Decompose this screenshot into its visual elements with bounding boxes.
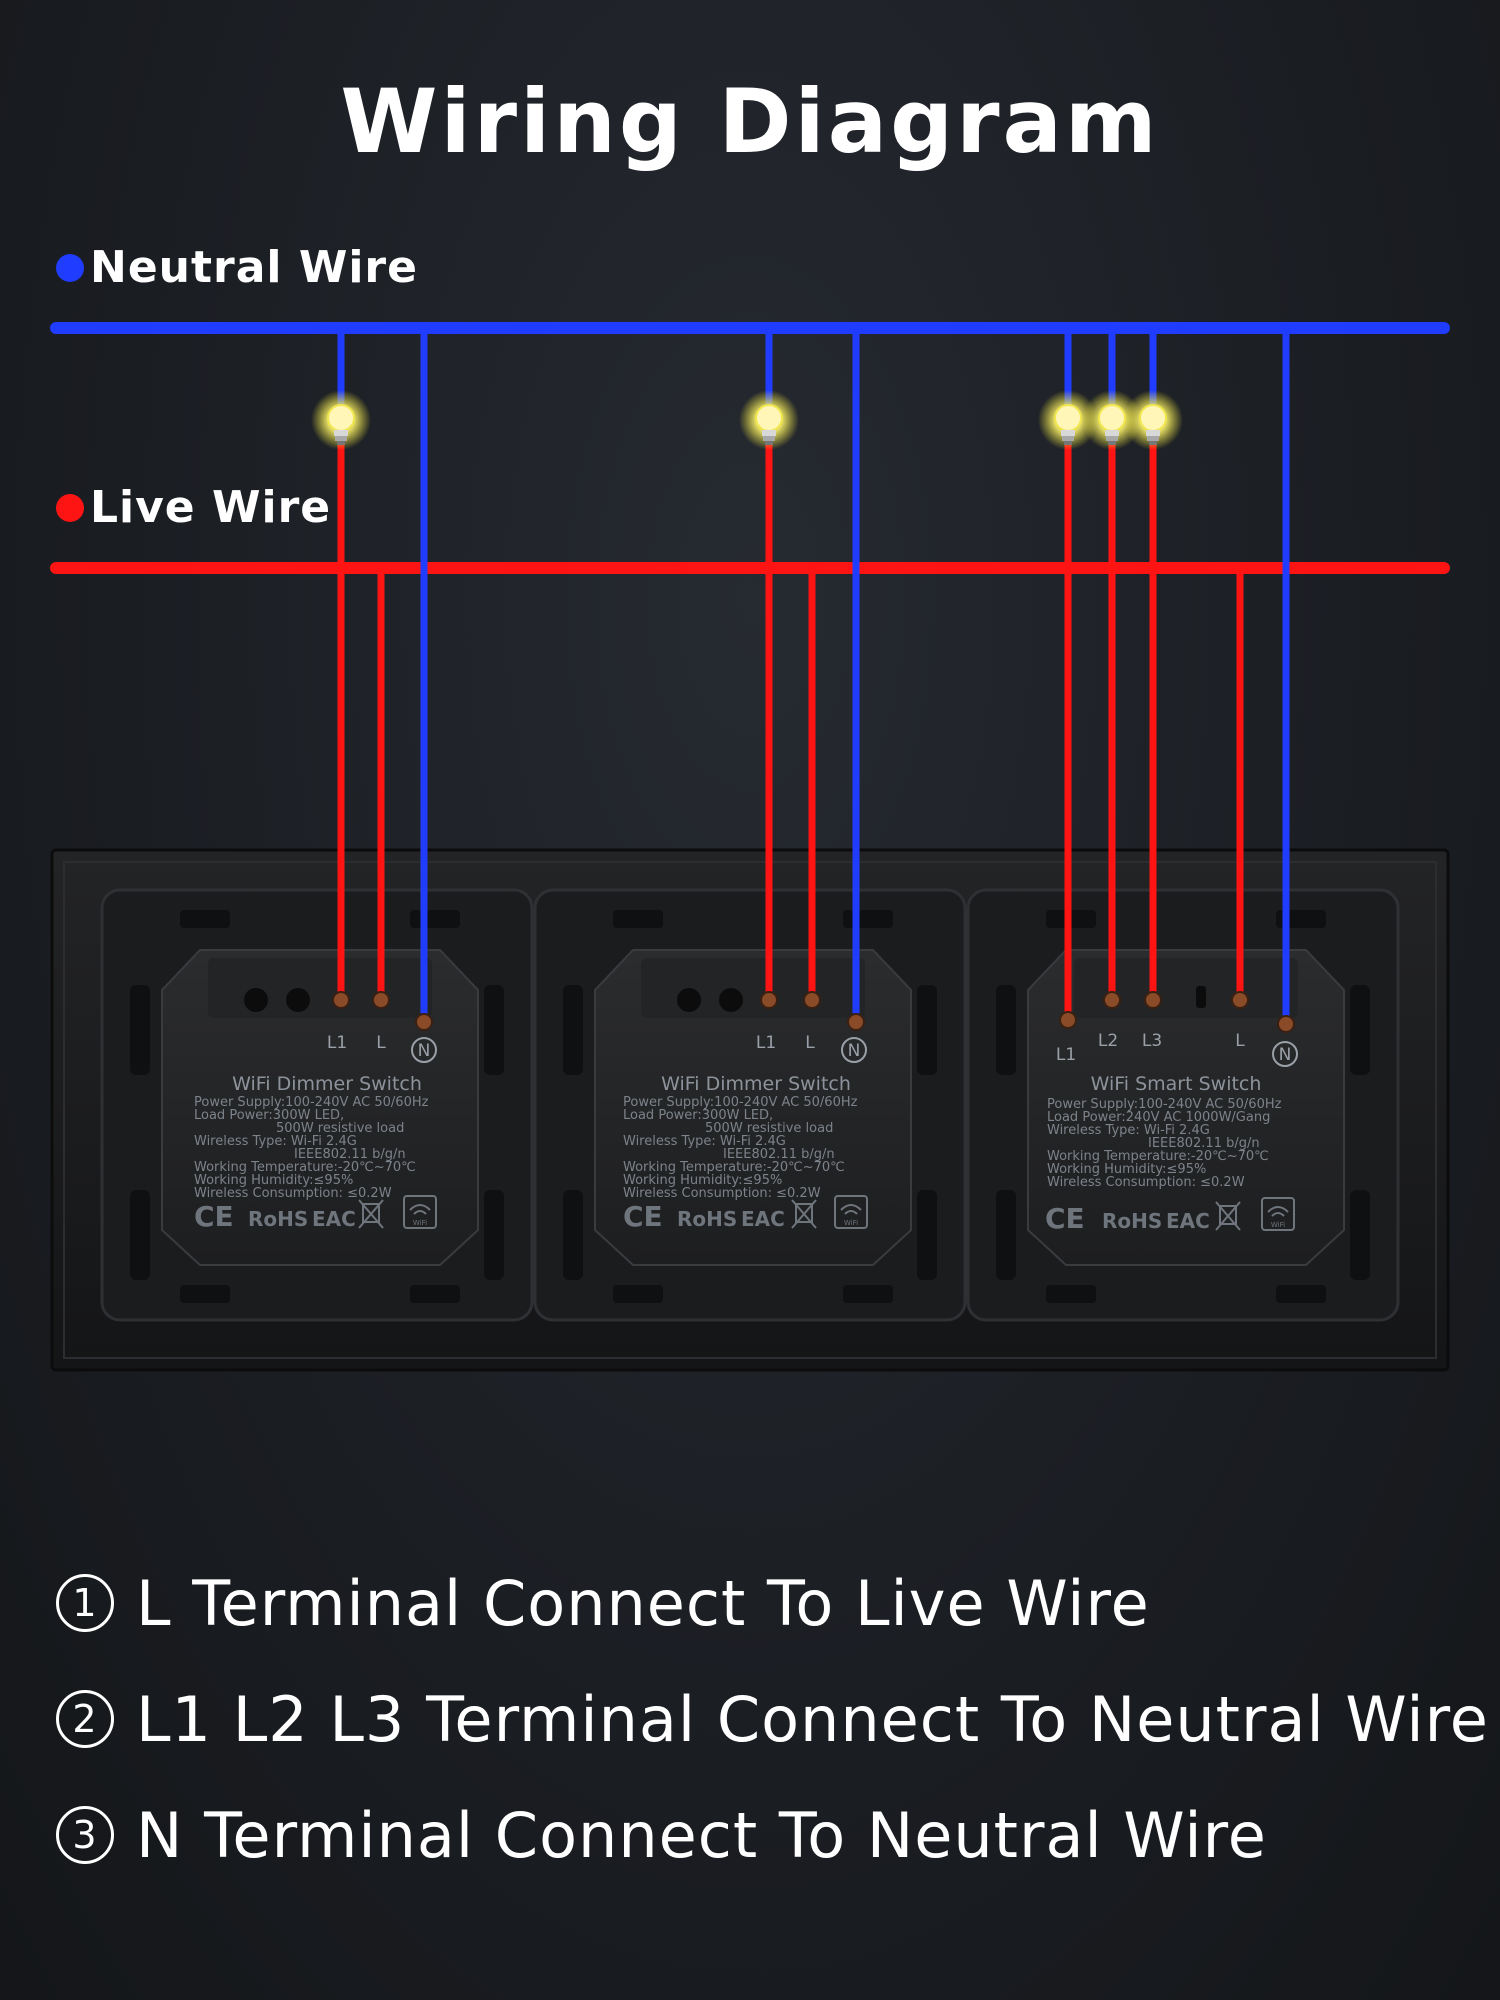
rohs-mark-icon: RoHS (1102, 1209, 1162, 1233)
rohs-mark-icon: RoHS (677, 1207, 737, 1231)
spec-line: Wireless Type: Wi-Fi 2.4G (194, 1134, 357, 1149)
step-number: 3 (56, 1806, 114, 1864)
module-name: WiFi Dimmer Switch (232, 1073, 422, 1095)
weee-bin-icon (791, 1199, 817, 1229)
ce-mark-icon: CE (1045, 1202, 1085, 1235)
bulb-to-terminal-wires (337, 445, 1157, 1018)
instruction-item: 1 L Terminal Connect To Live Wire (56, 1545, 1489, 1661)
legend-live-label: Live Wire (90, 482, 332, 533)
spec-line: Working Temperature:-20℃~70℃ (1047, 1149, 1269, 1164)
spec-line: Load Power:300W LED, (194, 1108, 344, 1123)
spec-line: IEEE802.11 b/g/n (723, 1147, 835, 1162)
terminal-label: L2 (1098, 1031, 1118, 1051)
spec-line: Power Supply:100-240V AC 50/60Hz (1047, 1097, 1282, 1112)
legend-neutral-label: Neutral Wire (90, 242, 418, 293)
light-bulb-icon (1122, 389, 1184, 451)
live-to-l-wires (377, 568, 1244, 1000)
neutral-to-n-wires (420, 328, 1290, 1024)
wifi-badge-label: WiFi (413, 1219, 427, 1227)
terminal-label: L (805, 1033, 815, 1053)
terminal-label: L (1235, 1031, 1245, 1051)
instruction-text: L Terminal Connect To Live Wire (136, 1566, 1150, 1640)
spec-line: Working Humidity:≤95% (194, 1173, 353, 1188)
wifi-badge-label: WiFi (1271, 1221, 1285, 1229)
spec-line: Power Supply:100-240V AC 50/60Hz (194, 1095, 429, 1110)
terminal-label: N (848, 1041, 861, 1061)
legend-live: Live Wire (56, 482, 331, 533)
spec-line: Working Humidity:≤95% (1047, 1162, 1206, 1177)
spec-line: Wireless Consumption: ≤0.2W (1047, 1175, 1245, 1190)
wifi-badge-icon: WiFi (1261, 1197, 1295, 1231)
spec-line: Wireless Type: Wi-Fi 2.4G (1047, 1123, 1210, 1138)
step-number: 2 (56, 1690, 114, 1748)
spec-line: Wireless Consumption: ≤0.2W (194, 1186, 392, 1201)
instructions-list: 1 L Terminal Connect To Live Wire 2 L1 L… (56, 1545, 1489, 1893)
switch-module-2: L1 L N WiFi Dimmer Switch Power Supply:1… (594, 949, 912, 1266)
neutral-dot-icon (56, 253, 84, 282)
terminal-label: L1 (1056, 1045, 1076, 1065)
spec-line: Working Temperature:-20℃~70℃ (194, 1160, 416, 1175)
eac-mark-icon: EAC (1166, 1209, 1210, 1233)
weee-bin-icon (1215, 1201, 1241, 1231)
spec-line: Working Temperature:-20℃~70℃ (623, 1160, 845, 1175)
spec-line: Power Supply:100-240V AC 50/60Hz (623, 1095, 858, 1110)
terminal-label: L (376, 1033, 386, 1053)
rohs-mark-icon: RoHS (248, 1207, 308, 1231)
instruction-text: N Terminal Connect To Neutral Wire (136, 1798, 1267, 1872)
weee-bin-icon (358, 1199, 384, 1229)
spec-line: 500W resistive load (705, 1121, 833, 1136)
spec-line: IEEE802.11 b/g/n (1148, 1136, 1260, 1151)
module-name: WiFi Dimmer Switch (661, 1073, 851, 1095)
spec-line: Wireless Consumption: ≤0.2W (623, 1186, 821, 1201)
terminal-label: N (418, 1041, 431, 1061)
spec-line: Load Power:240V AC 1000W/Gang (1047, 1110, 1270, 1125)
wifi-badge-icon: WiFi (834, 1195, 868, 1229)
spec-line: Wireless Type: Wi-Fi 2.4G (623, 1134, 786, 1149)
wifi-badge-icon: WiFi (403, 1195, 437, 1229)
spec-line: Load Power:300W LED, (623, 1108, 773, 1123)
spec-line: Working Humidity:≤95% (623, 1173, 782, 1188)
legend-neutral: Neutral Wire (56, 242, 418, 293)
terminal-screws (332, 991, 1295, 1033)
instruction-item: 2 L1 L2 L3 Terminal Connect To Neutral W… (56, 1661, 1489, 1777)
spec-line: 500W resistive load (276, 1121, 404, 1136)
switch-module-1: L1 L N WiFi Dimmer Switch Power Supply:1… (161, 949, 479, 1266)
terminal-label: L1 (756, 1033, 776, 1053)
terminal-label: L3 (1142, 1031, 1162, 1051)
eac-mark-icon: EAC (312, 1207, 356, 1231)
ce-mark-icon: CE (194, 1200, 234, 1233)
wifi-badge-label: WiFi (844, 1219, 858, 1227)
page-title: Wiring Diagram (340, 70, 1160, 173)
switch-module-3: L1 L2 L3 L N WiFi Smart Switch Power Sup… (1027, 949, 1345, 1266)
module-name: WiFi Smart Switch (1091, 1073, 1262, 1095)
terminal-label: L1 (327, 1033, 347, 1053)
neutral-to-bulb-wires (337, 328, 1157, 405)
live-dot-icon (56, 493, 84, 522)
eac-mark-icon: EAC (741, 1207, 785, 1231)
light-bulb-icon (310, 389, 372, 451)
step-number: 1 (56, 1574, 114, 1632)
light-bulb-icon (738, 389, 800, 451)
instruction-item: 3 N Terminal Connect To Neutral Wire (56, 1777, 1489, 1893)
spec-line: IEEE802.11 b/g/n (294, 1147, 406, 1162)
terminal-label: N (1279, 1045, 1292, 1065)
ce-mark-icon: CE (623, 1200, 663, 1233)
instruction-text: L1 L2 L3 Terminal Connect To Neutral Wir… (136, 1682, 1489, 1756)
